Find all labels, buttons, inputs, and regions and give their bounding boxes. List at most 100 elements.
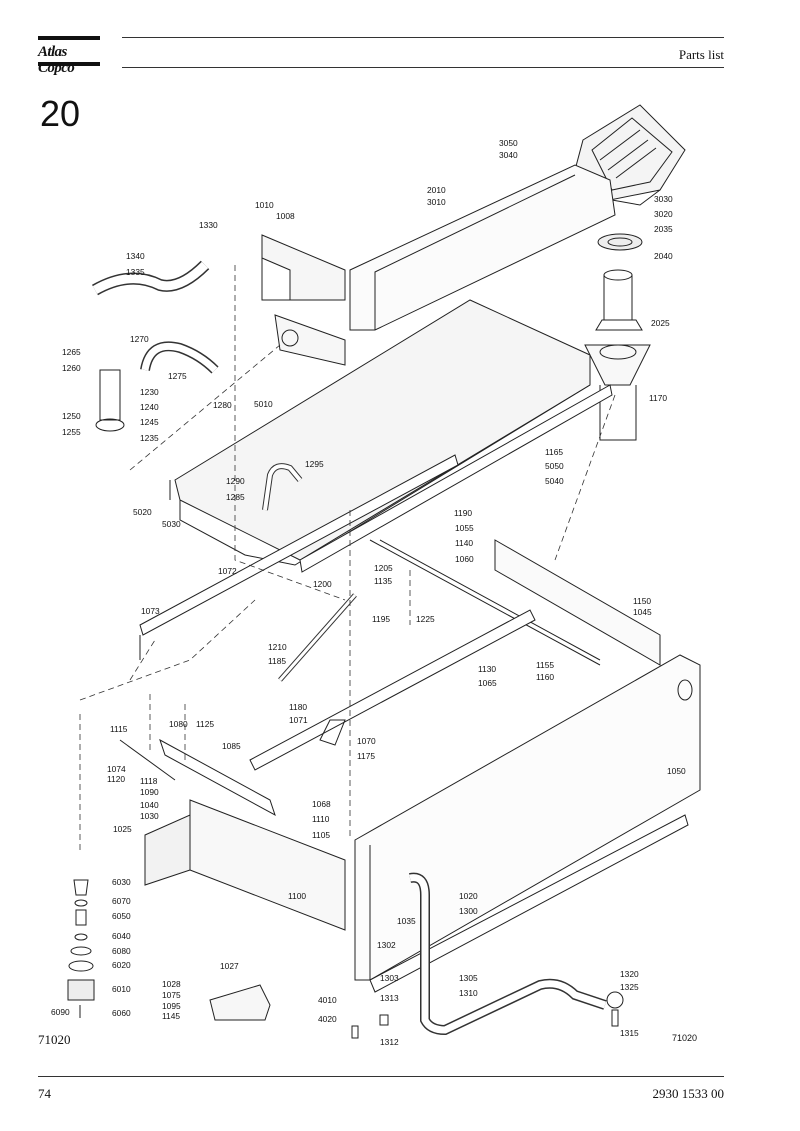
part-callout-1118: 1118 xyxy=(140,776,158,786)
part-callout-1145: 1145 xyxy=(162,1011,180,1021)
header-rule-top xyxy=(122,37,724,38)
part-callout-5040: 5040 xyxy=(545,476,564,486)
part-callout-1080: 1080 xyxy=(169,719,188,729)
part-callout-2025: 2025 xyxy=(651,318,670,328)
part-callout-1045: 1045 xyxy=(633,607,652,617)
part-callout-1330: 1330 xyxy=(199,220,218,230)
part-callout-1068: 1068 xyxy=(312,799,331,809)
part-callout-1072: 1072 xyxy=(218,566,237,576)
part-callout-3030: 3030 xyxy=(654,194,673,204)
part-callout-1290: 1290 xyxy=(226,476,245,486)
part-callout-1100: 1100 xyxy=(288,891,306,901)
part-callout-1060: 1060 xyxy=(455,554,474,564)
part-callout-1025: 1025 xyxy=(113,824,132,834)
part-callout-1340: 1340 xyxy=(126,251,145,261)
part-callout-1312: 1312 xyxy=(380,1037,399,1047)
part-callout-1285: 1285 xyxy=(226,492,245,502)
part-callout-1210: 1210 xyxy=(268,642,287,652)
part-callout-6070: 6070 xyxy=(112,896,131,906)
figure-code-left: 71020 xyxy=(38,1032,71,1047)
part-callout-1175: 1175 xyxy=(357,751,375,761)
part-callout-1180: 1180 xyxy=(289,702,307,712)
atlas-copco-logo: Atlas Copco xyxy=(38,36,100,76)
part-callout-1125: 1125 xyxy=(196,719,214,729)
part-callout-1170: 1170 xyxy=(649,393,667,403)
part-callout-1315: 1315 xyxy=(620,1028,639,1038)
part-callout-1028: 1028 xyxy=(162,979,181,989)
part-callout-1335: 1335 xyxy=(126,267,145,277)
part-callout-5010: 5010 xyxy=(254,399,273,409)
part-callout-1140: 1140 xyxy=(455,538,473,548)
part-callout-3020: 3020 xyxy=(654,209,673,219)
part-callout-1190: 1190 xyxy=(454,508,472,518)
part-callout-1320: 1320 xyxy=(620,969,639,979)
part-callout-6040: 6040 xyxy=(112,931,131,941)
part-callout-2035: 2035 xyxy=(654,224,673,234)
part-callout-1130: 1130 xyxy=(478,664,496,674)
part-callout-1065: 1065 xyxy=(478,678,497,688)
part-callout-1305: 1305 xyxy=(459,973,478,983)
part-callout-1085: 1085 xyxy=(222,741,241,751)
part-callout-1071: 1071 xyxy=(289,715,308,725)
figure-code-right: 71020 xyxy=(672,1033,698,1043)
part-callout-1200: 1200 xyxy=(313,579,332,589)
part-callout-1265: 1265 xyxy=(62,347,81,357)
part-callout-1150: 1150 xyxy=(633,596,651,606)
part-callout-1008: 1008 xyxy=(276,211,295,221)
part-callout-1120: 1120 xyxy=(107,774,125,784)
part-callout-1225: 1225 xyxy=(416,614,435,624)
part-callout-1325: 1325 xyxy=(620,982,639,992)
part-callout-1255: 1255 xyxy=(62,427,81,437)
part-callout-1155: 1155 xyxy=(536,660,554,670)
part-callout-1245: 1245 xyxy=(140,417,159,427)
part-callout-1073: 1073 xyxy=(141,606,160,616)
part-callout-6020: 6020 xyxy=(112,960,131,970)
part-callout-1030: 1030 xyxy=(140,811,159,821)
part-callout-1090: 1090 xyxy=(140,787,159,797)
part-callout-4010: 4010 xyxy=(318,995,337,1005)
part-callout-1095: 1095 xyxy=(162,1001,181,1011)
part-callout-1185: 1185 xyxy=(268,656,286,666)
part-callout-5050: 5050 xyxy=(545,461,564,471)
part-callout-1110: 1110 xyxy=(312,814,330,824)
part-callout-1027: 1027 xyxy=(220,961,239,971)
part-callout-1235: 1235 xyxy=(140,433,159,443)
part-callout-1040: 1040 xyxy=(140,800,159,810)
section-number: 20 xyxy=(40,93,81,134)
part-callout-1303: 1303 xyxy=(380,973,399,983)
part-callout-5030: 5030 xyxy=(162,519,181,529)
part-callout-3010: 3010 xyxy=(427,197,446,207)
part-callout-1075: 1075 xyxy=(162,990,181,1000)
part-callout-1010: 1010 xyxy=(255,200,274,210)
part-callout-1070: 1070 xyxy=(357,736,376,746)
part-callout-1105: 1105 xyxy=(312,830,330,840)
part-callout-1020: 1020 xyxy=(459,891,478,901)
part-callout-1275: 1275 xyxy=(168,371,187,381)
document-number: 2930 1533 00 xyxy=(652,1086,725,1101)
page-number: 74 xyxy=(38,1086,51,1101)
part-callout-1295: 1295 xyxy=(305,459,324,469)
part-callout-1230: 1230 xyxy=(140,387,159,397)
part-callout-5020: 5020 xyxy=(133,507,152,517)
part-callout-1205: 1205 xyxy=(374,563,393,573)
part-callout-1195: 1195 xyxy=(372,614,390,624)
part-callout-1310: 1310 xyxy=(459,988,478,998)
part-callout-1035: 1035 xyxy=(397,916,416,926)
part-callout-1050: 1050 xyxy=(667,766,686,776)
part-callout-1280: 1280 xyxy=(213,400,232,410)
part-callout-1250: 1250 xyxy=(62,411,81,421)
part-callout-1055: 1055 xyxy=(455,523,474,533)
header-rule-bottom xyxy=(122,67,724,68)
part-callout-6080: 6080 xyxy=(112,946,131,956)
part-callout-1300: 1300 xyxy=(459,906,478,916)
part-callout-1135: 1135 xyxy=(374,576,392,586)
part-callout-2010: 2010 xyxy=(427,185,446,195)
part-callout-3040: 3040 xyxy=(499,150,518,160)
part-callout-6010: 6010 xyxy=(112,984,131,994)
header-title: Parts list xyxy=(678,47,724,62)
part-callout-3050: 3050 xyxy=(499,138,518,148)
part-callout-1313: 1313 xyxy=(380,993,399,1003)
part-callout-1302: 1302 xyxy=(377,940,396,950)
